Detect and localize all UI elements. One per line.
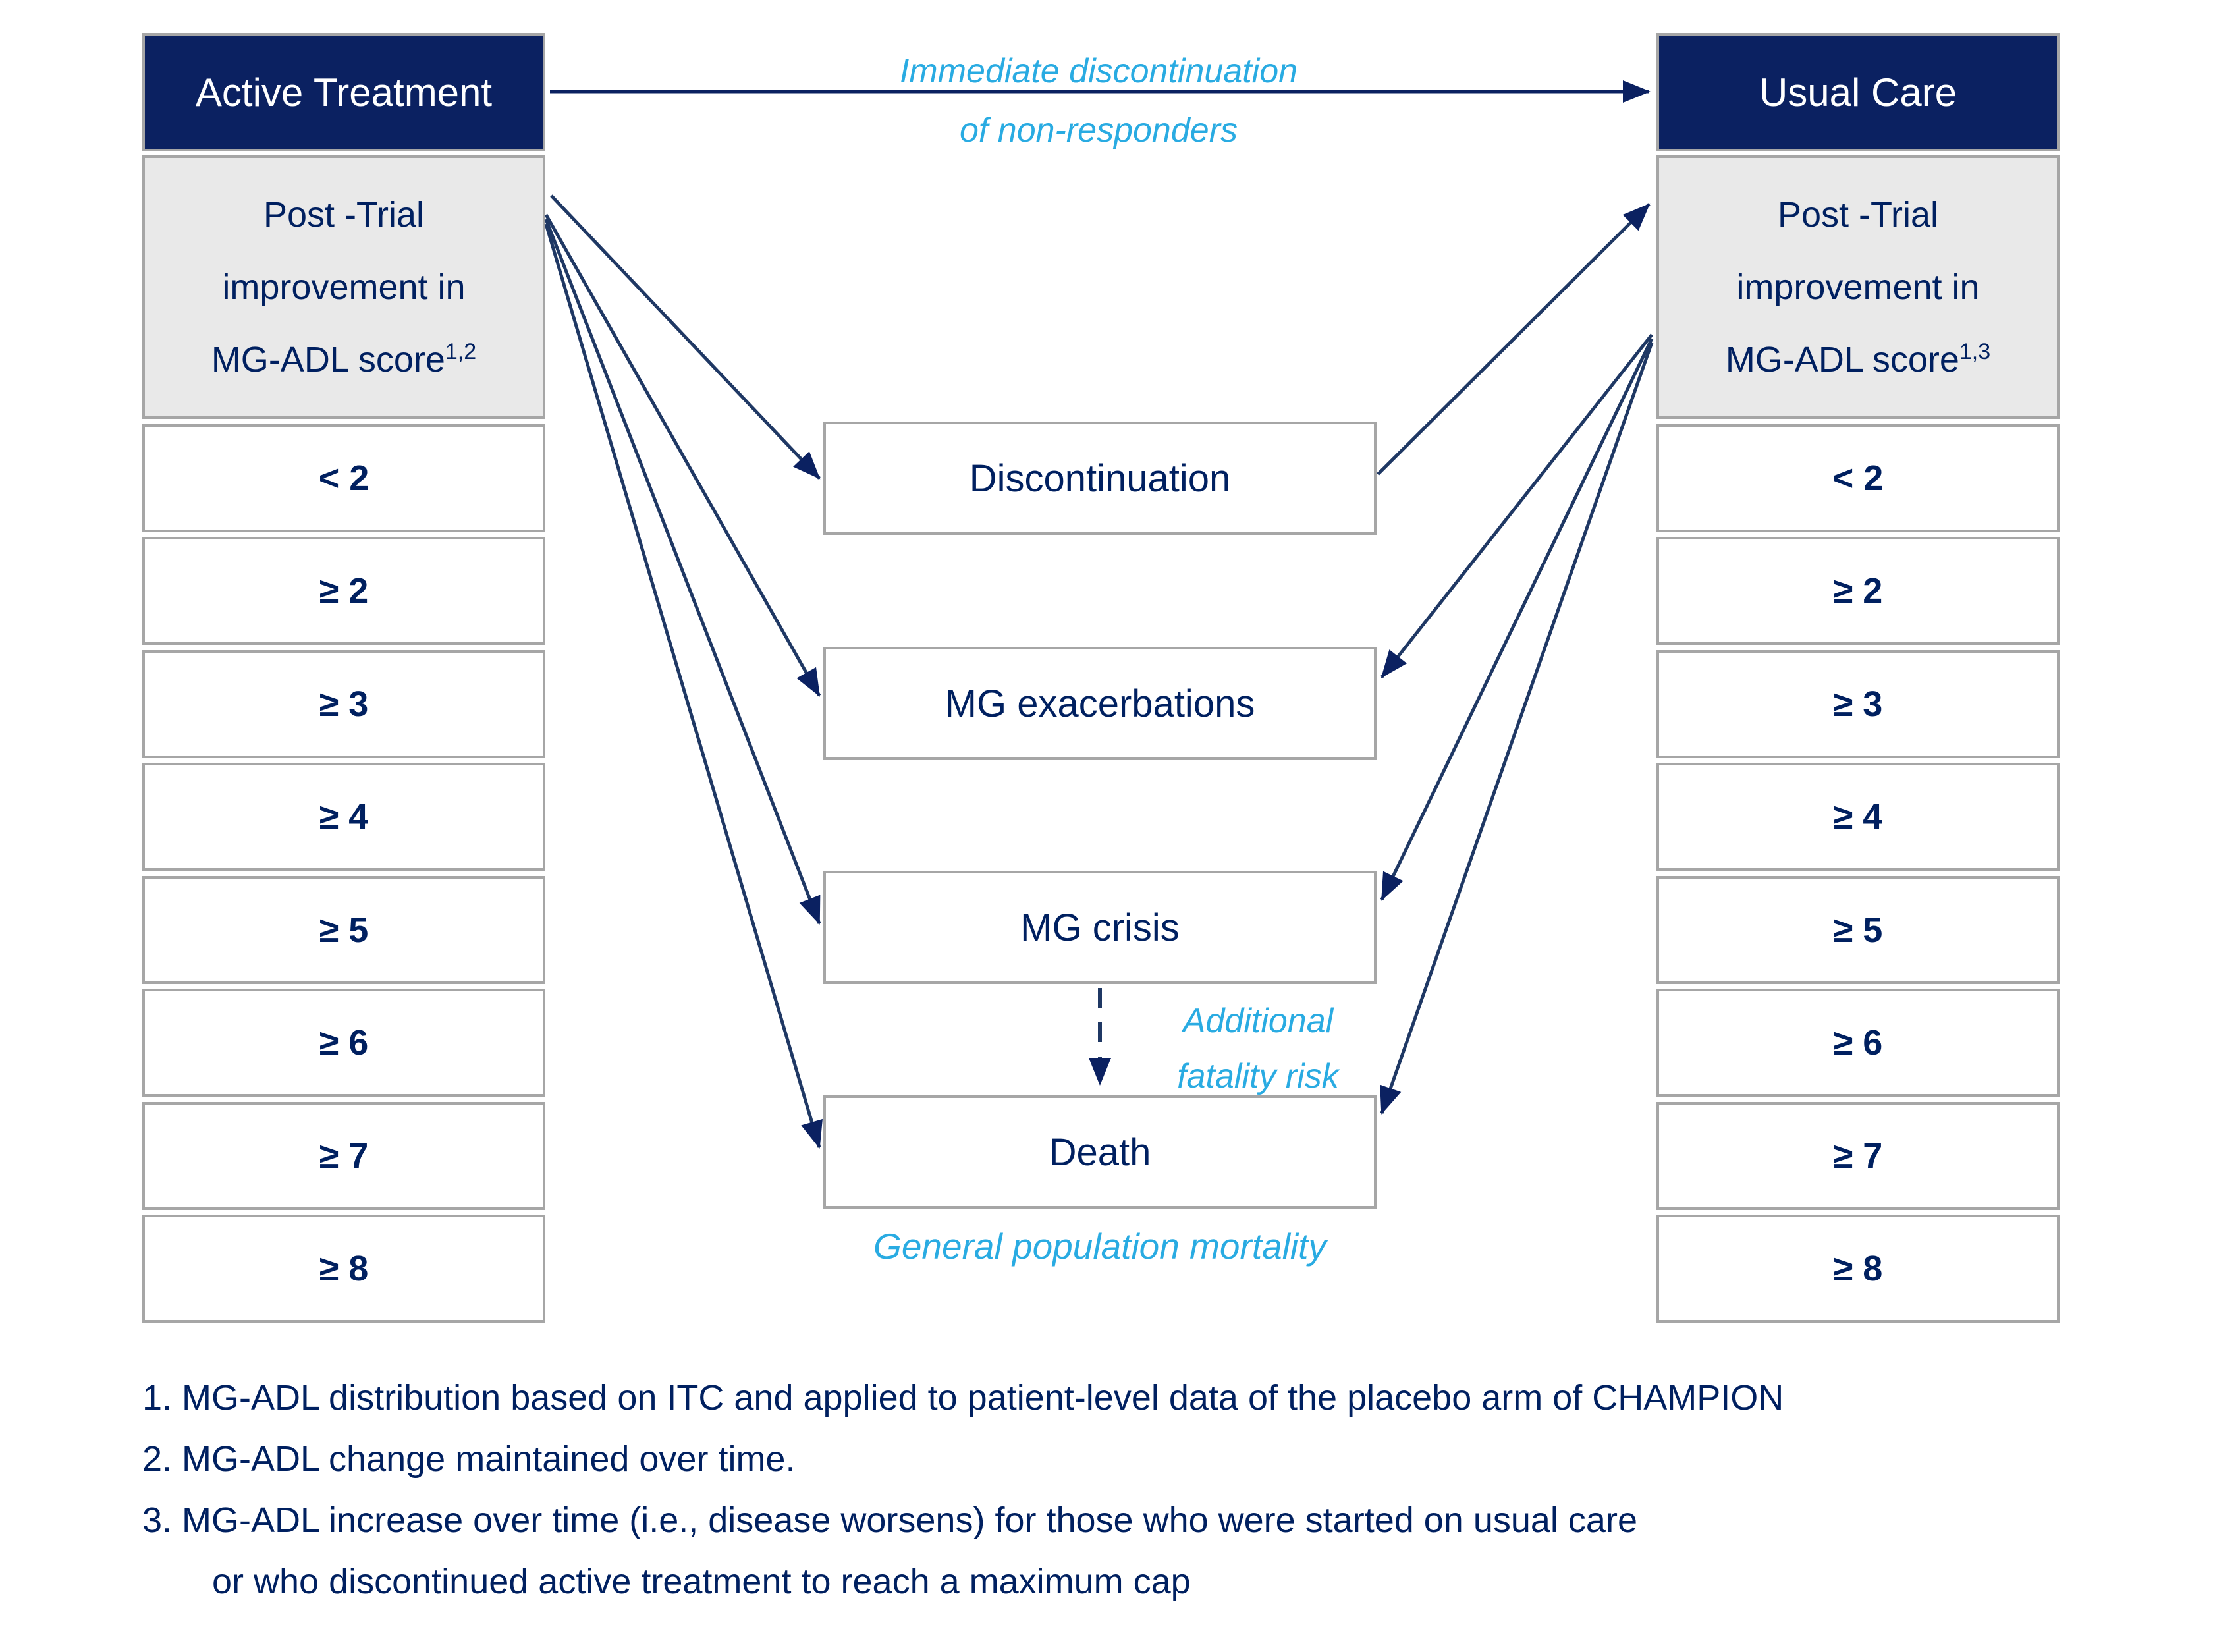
mgadl-cell-lt2: < 2 [1656, 424, 2060, 532]
mgadl-cell-ge5: ≥ 5 [1656, 876, 2060, 984]
mgadl-cell-ge7: ≥ 7 [142, 1102, 545, 1210]
active-treatment-subtitle: Post -Trial improvement in MG-ADL score1… [142, 155, 545, 419]
subtitle-line: MG-ADL score1,3 [1725, 339, 1991, 379]
arrow-active-to-crisis [544, 219, 821, 925]
footnote-3-continued: or who discontinued active treatment to … [212, 1562, 1191, 1601]
non-responders-label: of non-responders [959, 111, 1238, 150]
usual-care-header: Usual Care [1656, 33, 2060, 151]
general-population-mortality-label: General population mortality [873, 1226, 1326, 1267]
mgadl-cell-ge8: ≥ 8 [1656, 1215, 2060, 1323]
mgadl-cell-ge4: ≥ 4 [1656, 763, 2060, 871]
footnote-marker: 1,3 [1959, 339, 1991, 364]
footnote-2: 2. MG-ADL change maintained over time. [142, 1439, 796, 1479]
mg-exacerbations-box: MG exacerbations [823, 647, 1377, 760]
footnote-marker: 1,2 [445, 339, 477, 364]
subtitle-line: improvement in [1736, 267, 1980, 307]
footnote-1: 1. MG-ADL distribution based on ITC and … [142, 1378, 1784, 1418]
mgadl-cell-ge2: ≥ 2 [142, 537, 545, 645]
subtitle-line: improvement in [222, 267, 466, 307]
subtitle-line: Post -Trial [1777, 195, 1939, 234]
mgadl-cell-ge3: ≥ 3 [142, 650, 545, 758]
active-treatment-header: Active Treatment [142, 33, 545, 151]
mgadl-cell-ge5: ≥ 5 [142, 876, 545, 984]
additional-fatality-risk-label: Additional fatality risk [1177, 1002, 1339, 1095]
active-treatment-column: Active Treatment Post -Trial improvement… [142, 33, 545, 1324]
death-box: Death [823, 1095, 1377, 1209]
usual-care-subtitle: Post -Trial improvement in MG-ADL score1… [1656, 155, 2060, 419]
mgadl-cell-ge8: ≥ 8 [142, 1215, 545, 1323]
arrow-usualcare-to-crisis [1380, 337, 1654, 901]
mgadl-cell-ge3: ≥ 3 [1656, 650, 2060, 758]
footnotes: 1. MG-ADL distribution based on ITC and … [142, 1367, 2191, 1612]
arrow-discontinuation-to-usualcare [1377, 203, 1651, 476]
mgadl-cell-ge4: ≥ 4 [142, 763, 545, 871]
discontinuation-box: Discontinuation [823, 422, 1377, 535]
arrow-usualcare-to-exacerbations [1380, 333, 1653, 678]
arrow-active-to-exacerbations [544, 213, 821, 697]
arrow-active-to-death [544, 223, 823, 1149]
arrow-usualcare-to-death [1380, 342, 1654, 1115]
mg-crisis-box: MG crisis [823, 871, 1377, 984]
mgadl-cell-ge7: ≥ 7 [1656, 1102, 2060, 1210]
mgadl-cell-ge6: ≥ 6 [1656, 989, 2060, 1097]
immediate-discontinuation-label: Immediate discontinuation [899, 52, 1298, 90]
usual-care-column: Usual Care Post -Trial improvement in MG… [1656, 33, 2060, 1324]
mgadl-cell-lt2: < 2 [142, 424, 545, 532]
mgadl-cell-ge6: ≥ 6 [142, 989, 545, 1097]
subtitle-line: MG-ADL score1,2 [211, 339, 477, 379]
subtitle-line: Post -Trial [263, 195, 425, 234]
arrow-active-to-discontinuation [550, 194, 821, 480]
footnote-3: 3. MG-ADL increase over time (i.e., dise… [142, 1501, 1637, 1540]
mgadl-cell-ge2: ≥ 2 [1656, 537, 2060, 645]
